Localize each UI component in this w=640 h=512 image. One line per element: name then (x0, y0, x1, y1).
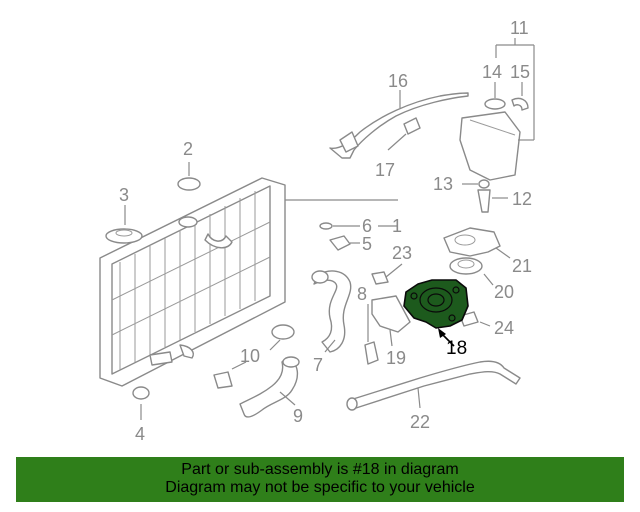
radiator (99, 177, 398, 387)
part-15 (511, 82, 529, 111)
callout-20: 20 (494, 282, 514, 302)
callout-5: 5 (362, 234, 372, 254)
callout-7: 7 (313, 355, 323, 375)
callout-11: 11 (510, 18, 529, 38)
part-17 (387, 117, 421, 151)
callout-17: 17 (375, 160, 395, 180)
callout-18: 18 (446, 338, 467, 359)
callout-6: 6 (362, 216, 372, 236)
part-21-housing (443, 227, 511, 259)
callout-8: 8 (357, 284, 367, 304)
callout-3: 3 (119, 185, 129, 205)
callout-13: 13 (433, 174, 453, 194)
callout-14: 14 (482, 62, 502, 82)
part-6 (319, 222, 360, 230)
part-7-upper-hose (311, 270, 352, 353)
part-22-water-pipe (346, 360, 521, 411)
info-banner: Part or sub-assembly is #18 in diagram D… (16, 457, 624, 502)
callout-21: 21 (512, 256, 532, 276)
part-12 (477, 189, 508, 213)
part-2 (177, 162, 201, 191)
part-19 (371, 295, 411, 347)
parts-diagram: 1 2 3 4 5 6 7 8 9 10 11 12 13 14 15 16 1… (99, 18, 535, 444)
part-4 (132, 386, 150, 420)
banner-line-2: Diagram may not be specific to your vehi… (165, 479, 475, 496)
callout-1: 1 (392, 216, 402, 236)
part-16-overflow-hose (329, 90, 469, 159)
part-23 (371, 263, 403, 285)
callout-9: 9 (293, 406, 303, 426)
callout-2: 2 (183, 139, 193, 159)
part-10 (213, 324, 295, 389)
callout-12: 12 (512, 189, 532, 209)
callout-22: 22 (410, 412, 430, 432)
part-9-lower-hose (239, 356, 300, 418)
callout-10: 10 (240, 346, 260, 366)
part-13 (462, 179, 490, 189)
part-14 (484, 82, 506, 110)
part-20-thermostat (449, 257, 494, 286)
part-3 (105, 205, 143, 244)
callout-15: 15 (510, 62, 530, 82)
part-18-highlighted (403, 279, 469, 347)
callout-16: 16 (388, 71, 408, 91)
banner-line-1: Part or sub-assembly is #18 in diagram (181, 461, 459, 478)
callout-19: 19 (386, 348, 406, 368)
part-8 (364, 304, 379, 365)
callout-4: 4 (135, 424, 145, 444)
part-11-reservoir (459, 38, 535, 181)
callout-24: 24 (494, 318, 514, 338)
callout-23: 23 (392, 243, 412, 263)
part-5 (329, 235, 360, 251)
